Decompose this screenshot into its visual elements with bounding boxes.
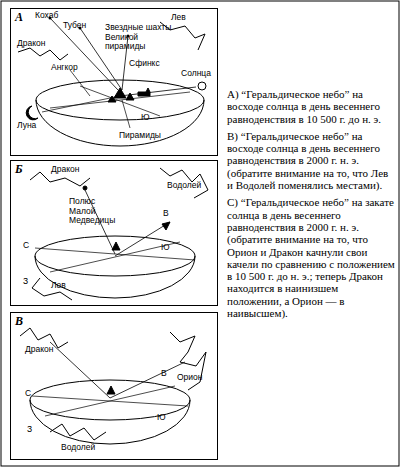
sky-label: Водолей bbox=[167, 181, 201, 191]
sky-label: Орион bbox=[177, 373, 203, 383]
caption-paragraph: A) “Геральдическое небо” на восходе солн… bbox=[227, 88, 395, 125]
panel-letter: В bbox=[15, 315, 23, 328]
sky-label: Ю bbox=[157, 413, 166, 423]
sky-label: Кохаб bbox=[35, 11, 58, 21]
sky-label: Тубен bbox=[63, 21, 86, 31]
sky-label: С bbox=[23, 241, 29, 251]
sky-label: Звездные шахты Великой пирамиды bbox=[105, 23, 175, 52]
sky-label: Лев bbox=[171, 13, 186, 23]
panel-v-art bbox=[20, 328, 206, 444]
sky-label: З bbox=[27, 425, 32, 435]
sky-label: Дракон bbox=[25, 345, 53, 355]
panel-letter: Б bbox=[15, 163, 23, 176]
sky-label: Дракон bbox=[17, 39, 45, 49]
sky-label: В bbox=[161, 369, 167, 379]
sky-label: З bbox=[23, 277, 28, 287]
sky-label: Ангкор bbox=[51, 63, 78, 73]
sky-label: Сфинкс bbox=[129, 59, 160, 69]
panel-letter: А bbox=[15, 11, 23, 24]
sky-panel: А КохабТубенДракон Звездные шахты Великой … bbox=[10, 8, 218, 156]
sky-label: Дракон bbox=[51, 165, 79, 175]
panel-b-art bbox=[30, 168, 208, 300]
sky-label: Лев bbox=[51, 281, 66, 291]
caption-paragraph: B) “Геральдическое небо” на восходе солн… bbox=[227, 130, 395, 191]
sky-label: С bbox=[25, 389, 31, 399]
sky-label: Ю bbox=[161, 243, 170, 253]
sky-panel: Б ДраконПолюс Малой Медведицы ВодолейВ С Ю З Л… bbox=[10, 160, 218, 306]
caption-column: A) “Геральдическое небо” на восходе солн… bbox=[227, 88, 395, 324]
sky-label: Солнца bbox=[181, 69, 211, 79]
sky-label: Полюс Малой Медведицы bbox=[69, 197, 119, 226]
sky-panel: В ДраконОрионС В З Ю Водолей bbox=[10, 312, 218, 460]
sky-label: Пирамиды bbox=[119, 131, 161, 141]
sky-label: В bbox=[163, 209, 169, 219]
sky-label: Луна bbox=[17, 121, 36, 131]
caption-paragraph: C) “Геральдическое небо” на закате солнц… bbox=[227, 196, 395, 319]
panel-a-art bbox=[18, 17, 206, 147]
sky-label: Ю bbox=[141, 113, 150, 123]
sky-label: Водолей bbox=[61, 443, 95, 453]
